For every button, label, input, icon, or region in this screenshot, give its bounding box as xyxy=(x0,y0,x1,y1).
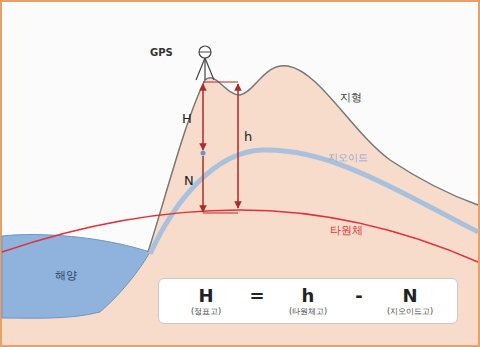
ellipsoid-height-arrow xyxy=(237,84,239,208)
height-symbol: h xyxy=(244,130,252,144)
formula-caption: (타원체고) xyxy=(269,306,347,317)
ellipsoid-label: 타원체 xyxy=(330,225,363,237)
terrain-line xyxy=(148,66,478,252)
orthometric-height-arrow xyxy=(202,84,204,150)
ocean-label: 해양 xyxy=(55,270,77,282)
gps-label: GPS xyxy=(150,47,173,58)
ocean xyxy=(2,235,150,319)
terrain-label: 지형 xyxy=(340,92,362,104)
formula-caption: (정표고) xyxy=(167,306,245,317)
formula-symbol: H xyxy=(167,285,245,306)
geoid-label: 지오이드 xyxy=(328,152,368,163)
top-tick xyxy=(203,82,238,83)
geoid-point xyxy=(201,151,206,156)
height-symbol: N xyxy=(184,174,194,188)
gps-receiver xyxy=(196,46,214,80)
formula-operator: - xyxy=(347,285,371,306)
formula-symbol: N xyxy=(371,285,449,306)
ellipsoid-line xyxy=(2,210,478,262)
terrain-fill xyxy=(2,66,478,345)
formula-operator: = xyxy=(245,285,269,306)
formula-symbol: h xyxy=(269,285,347,306)
geoid-line xyxy=(150,150,478,254)
formula-caption: (지오이드고) xyxy=(371,306,449,317)
base-tick xyxy=(203,213,238,214)
formula-box: H=h-N (정표고) (타원체고) (지오이드고) xyxy=(158,278,458,324)
geoid-height-arrow xyxy=(202,156,204,212)
height-symbol: H xyxy=(182,112,192,126)
